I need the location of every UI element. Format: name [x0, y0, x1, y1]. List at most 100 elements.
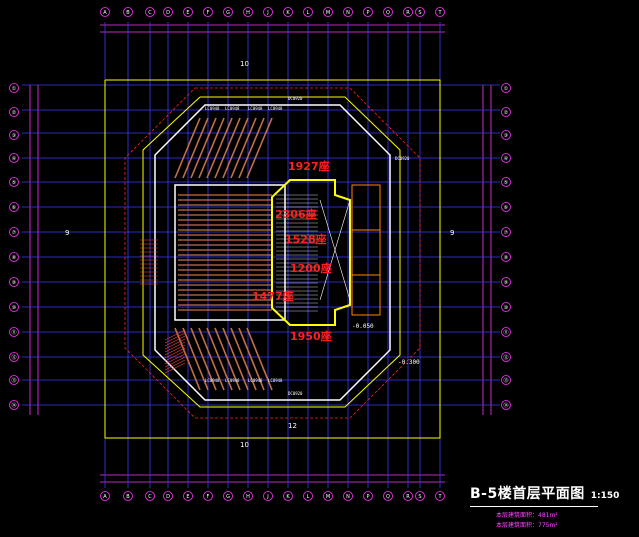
drawing-scale: 1:150: [590, 491, 620, 501]
grid-bubble-left: [9, 252, 19, 262]
grid-bubble-label: D: [166, 494, 170, 500]
grid-bubble-label: ⑫: [503, 354, 508, 361]
grid-bubble-label: T: [437, 494, 442, 500]
grid-bubble-bottom: [383, 491, 393, 501]
grid-bubble-label: ⑩: [504, 305, 509, 311]
grid-bubble-right: [501, 252, 511, 262]
seat-row-lower: [238, 327, 265, 391]
door-tag: LC0948: [268, 106, 283, 111]
grid-bubble-left: [9, 177, 19, 187]
grid-bubble-left: [9, 83, 19, 93]
grid-bubble-right: [501, 400, 511, 410]
grid-bubble-bottom: [243, 491, 253, 501]
stair-tread: [164, 362, 186, 374]
title-underline: [470, 506, 598, 507]
grid-bubble-label: A: [103, 10, 107, 16]
grid-bubble-right: [501, 153, 511, 163]
seat-count-label: 1927座: [288, 159, 330, 173]
grid-bubble-right: [501, 130, 511, 140]
seat-row-lower: [230, 327, 257, 391]
grid-bubble-label: ③: [12, 133, 16, 139]
stair-tread: [164, 338, 186, 350]
grid-bubble-label: C: [148, 10, 152, 16]
grid-bubble-left: [9, 107, 19, 117]
grid-bubble-top: [163, 7, 173, 17]
grid-bubble-label: Q: [386, 494, 390, 500]
door-tag: DC0920: [288, 391, 303, 396]
seat-row-upper: [230, 117, 257, 179]
grid-bubble-label: B: [126, 10, 130, 16]
grid-bubble-label: G: [226, 10, 230, 16]
seat-row-lower: [174, 327, 201, 391]
grid-bubble-top: [323, 7, 333, 17]
seat-row-upper: [246, 117, 273, 179]
grid-bubble-right: [501, 302, 511, 312]
grid-bubble-bottom: [435, 491, 445, 501]
stairs: [140, 239, 186, 374]
building-outline: [104, 79, 441, 439]
axis-number: 10: [240, 441, 249, 449]
grid-bubble-label: L: [307, 10, 310, 16]
seat-count-labels: 1927座 2306座 1528座 1200座 1477座 1950座: [252, 159, 332, 343]
grid-bubble-label: J: [266, 494, 268, 500]
seat-row-lower: [182, 327, 209, 391]
grid-bubble-label: C: [148, 494, 152, 500]
elevation-mark: -0.300: [398, 359, 420, 366]
area-note-1: 本层建筑面积：481m²: [496, 512, 558, 519]
grid-bubble-label: J: [266, 10, 268, 16]
grid-bubble-bottom: [123, 491, 133, 501]
seat-row-upper: [198, 117, 225, 179]
grid-bubble-label: D: [166, 10, 170, 16]
grid-bubble-label: ④: [12, 156, 17, 162]
grid-bubble-bottom: [415, 491, 425, 501]
grid-bubble-label: S: [418, 10, 421, 16]
seat-count-label: 2306座: [275, 207, 317, 221]
stair-tread: [164, 347, 186, 359]
grid-bubble-label: H: [246, 494, 250, 500]
grid-bubble-top: [243, 7, 253, 17]
grid-bubble-top: [223, 7, 233, 17]
door-tag: DC0920: [395, 156, 410, 161]
grid-bubble-left: [9, 202, 19, 212]
grid-bubble-label: G: [226, 494, 230, 500]
stair-tread: [164, 359, 186, 371]
stair-tread: [164, 356, 186, 368]
grid-bubble-bottom: [223, 491, 233, 501]
seat-row-upper: [190, 117, 217, 179]
seat-row-lower: [214, 327, 241, 391]
grid-bubble-top: [183, 7, 193, 17]
seat-row-lower: [246, 327, 273, 391]
elevation-mark: -0.050: [352, 323, 374, 330]
door-tag: LC0948: [205, 378, 220, 383]
grid-bubble-label: R: [406, 10, 410, 16]
seat-count-label: 1477座: [252, 289, 294, 303]
stair-tread: [164, 341, 186, 353]
grid-bubble-top: [415, 7, 425, 17]
grid-bubble-left: [9, 302, 19, 312]
grid-bubble-top: [435, 7, 445, 17]
grid-bubble-top: [145, 7, 155, 17]
grid-bubble-label: ①: [504, 86, 509, 92]
grid-bubble-left: [9, 227, 19, 237]
grid-bubble-label: ④: [504, 156, 509, 162]
grid-bubble-bottom: [403, 491, 413, 501]
axis-number: 10: [240, 60, 249, 68]
door-tag: LC0948: [248, 106, 263, 111]
grid-bubble-bottom: [343, 491, 353, 501]
grid-bubble-label: ⑧: [504, 255, 509, 261]
grid-bubble-label: ⑪: [11, 329, 16, 336]
grid-bubble-bottom: [163, 491, 173, 501]
cross-bracing: [319, 199, 351, 301]
seat-row-lower: [222, 327, 249, 391]
grid-bubble-label: K: [286, 10, 290, 16]
grid-bubble-left: [9, 277, 19, 287]
grid-bubble-label: N: [346, 10, 350, 16]
grid-bubble-label: ⑨: [12, 280, 16, 286]
grid-bubble-right: [501, 83, 511, 93]
seat-count-label: 1528座: [285, 232, 327, 246]
grid-bubble-label: M: [326, 10, 330, 16]
grid-bubble-label: ⑭: [11, 402, 16, 409]
grid-bubble-left: [9, 375, 19, 385]
